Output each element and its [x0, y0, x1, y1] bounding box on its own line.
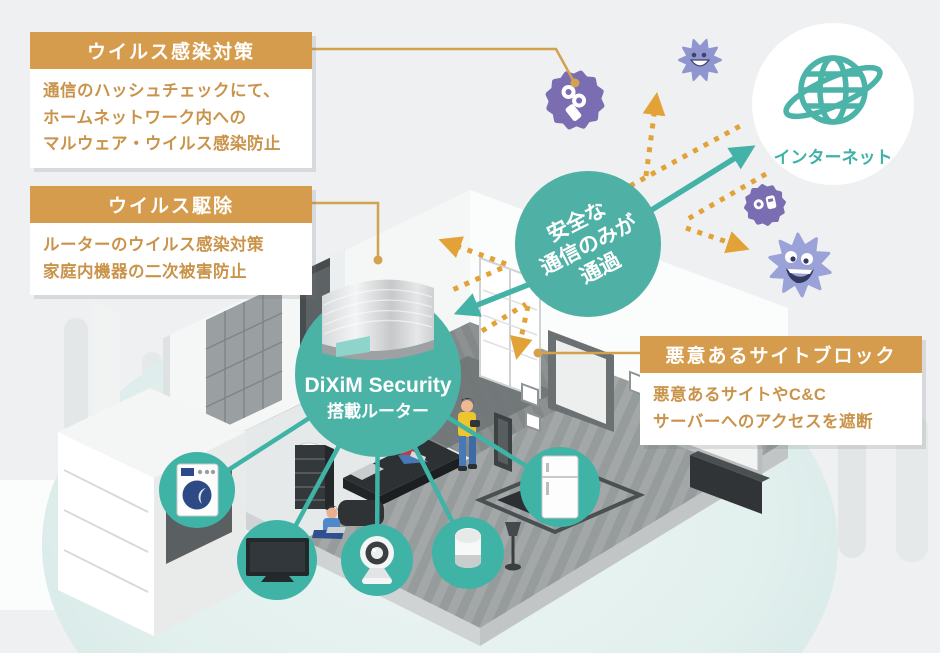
device-circle-smart-speaker — [432, 517, 504, 589]
callout-leader-lines — [312, 47, 640, 358]
callout-virus-protection-line: ホームネットワーク内への — [43, 108, 247, 127]
callout-virus-removal: ウイルス駆除 ルーターのウイルス感染対策 家庭内機器の二次被害防止 — [30, 186, 312, 296]
virus-star-icon-2 — [763, 229, 837, 301]
device-circle-washing-machine — [159, 452, 235, 528]
internet-circle: インターネット — [752, 23, 914, 185]
washing-machine-icon — [176, 463, 219, 517]
leader-virus-removal — [312, 201, 380, 257]
blocked-traffic-arrows — [438, 92, 768, 360]
callout-virus-removal-title: ウイルス駆除 — [30, 186, 312, 223]
blocked-arrow-down — [509, 305, 533, 360]
virus-star-icon-1 — [679, 40, 721, 80]
router-sub: 搭載ルーター — [327, 401, 429, 421]
refrigerator-icon — [541, 455, 579, 519]
tv-icon — [246, 538, 309, 582]
person-on-floor — [312, 505, 346, 539]
leader-virus-protection — [312, 47, 575, 81]
internet-label: インターネット — [774, 148, 893, 167]
callout-virus-protection-line: マルウェア・ウイルス感染防止 — [43, 135, 281, 154]
callout-virus-protection-title: ウイルス感染対策 — [30, 32, 312, 69]
webcam-icon — [360, 536, 394, 584]
callout-virus-removal-line: 家庭内機器の二次被害防止 — [43, 262, 247, 281]
callout-virus-protection-line: 通信のハッシュチェックにて、 — [43, 82, 281, 100]
virus-blob-icon-1 — [543, 68, 607, 132]
virus-blob-icon-2 — [744, 184, 787, 227]
device-circle-refrigerator — [520, 447, 600, 527]
router-circle: DiXiM Security 搭載ルーター — [295, 279, 461, 457]
router-device — [322, 279, 434, 361]
person-standing — [458, 397, 480, 471]
callout-site-block-line: 悪意あるサイトやC&C — [653, 386, 827, 404]
blocked-arrow-up — [642, 92, 666, 177]
device-circle-webcam — [341, 524, 413, 596]
smart-speaker-icon — [455, 528, 481, 568]
blocked-arrow-right — [685, 225, 750, 254]
callout-virus-removal-line: ルーターのウイルス感染対策 — [43, 236, 264, 254]
callout-virus-protection: ウイルス感染対策 通信のハッシュチェックにて、 ホームネットワーク内への マルウ… — [30, 32, 312, 169]
filter-circle: 安全な 通信のみが 通過 — [515, 171, 661, 317]
callout-site-block-title: 悪意あるサイトブロック — [640, 336, 922, 373]
globe-icon — [783, 55, 883, 125]
router-name: DiXiM Security — [304, 374, 451, 397]
callout-site-block: 悪意あるサイトブロック 悪意あるサイトやC&C サーバーへのアクセスを遮断 — [640, 336, 922, 446]
device-circle-tv — [237, 520, 317, 600]
callout-site-block-line: サーバーへのアクセスを遮断 — [653, 412, 874, 431]
